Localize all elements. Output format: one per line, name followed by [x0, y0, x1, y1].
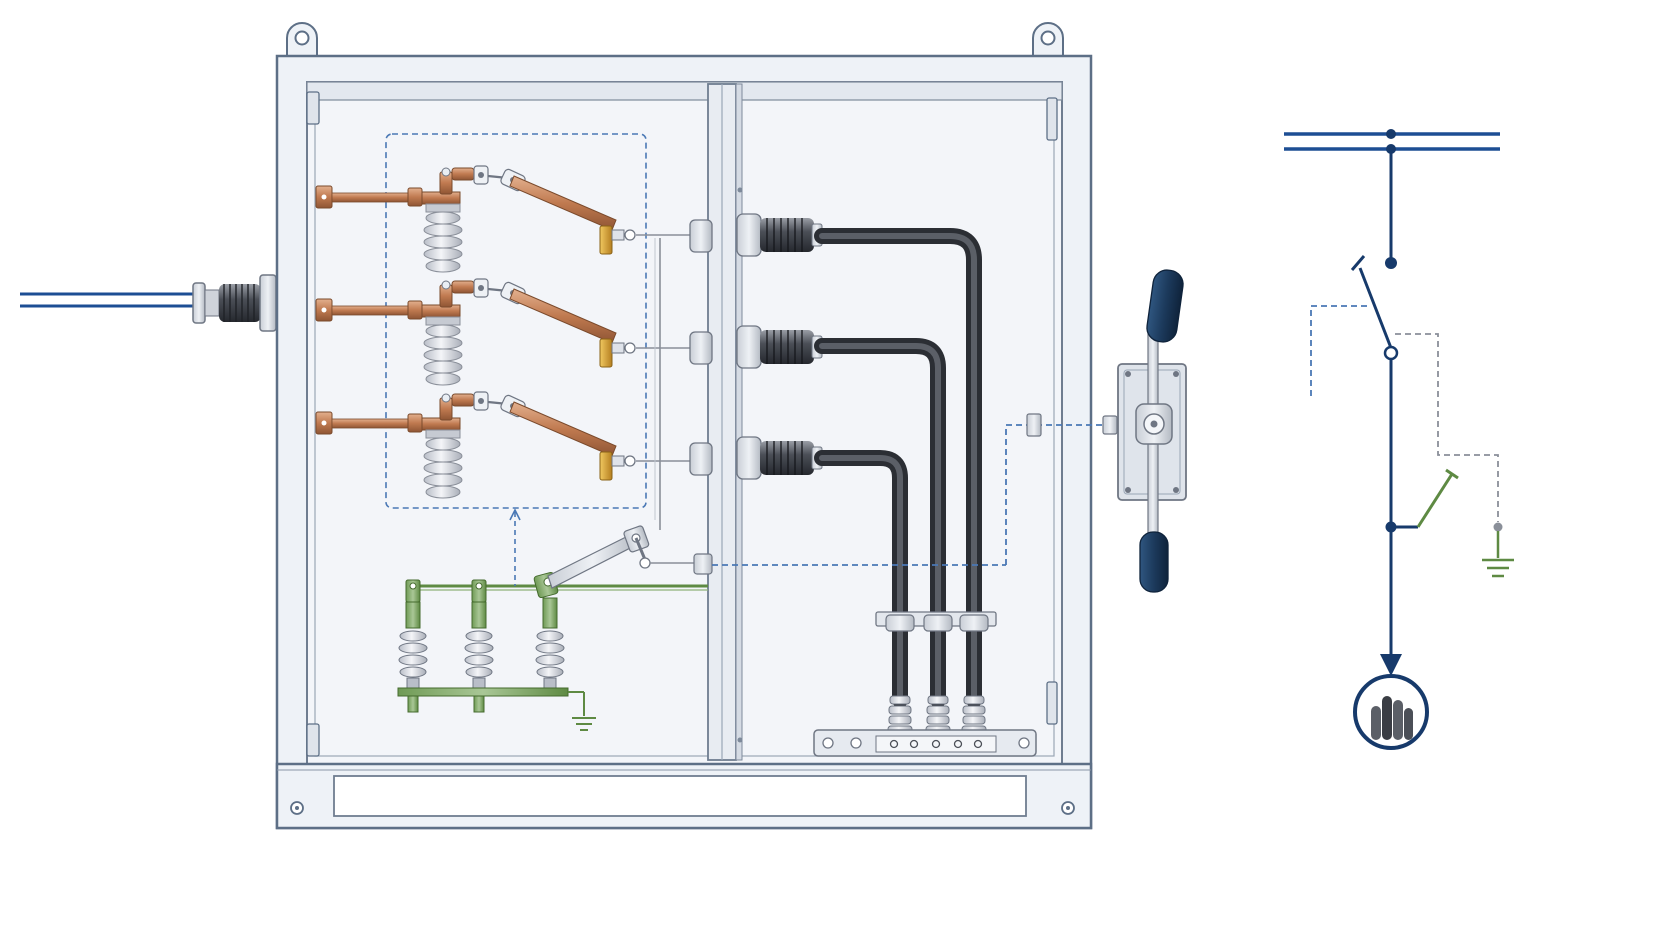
earth-bar: [397, 687, 585, 716]
handle-grip-bottom: [1139, 531, 1169, 593]
busbar-phase-a: [315, 185, 461, 209]
phase-a-assembly: [315, 165, 690, 273]
post-insulator-phase-a: [423, 203, 463, 273]
busbar-phase-b: [315, 298, 461, 322]
fixed-contact-phase-b: [599, 338, 690, 368]
earthing-shaft: [410, 584, 708, 591]
ground-icon: [572, 717, 596, 731]
lifting-eye-left: [286, 22, 318, 57]
schematic-load-motor-icon: [1353, 674, 1429, 750]
left-door-hinges: [306, 91, 320, 757]
schematic-upper-terminal: [1385, 257, 1397, 269]
phase-b-assembly: [315, 278, 690, 386]
operating-linkage: [712, 424, 1120, 566]
wall-bushing-phase-c: [689, 436, 823, 480]
linkage-coupler: [1026, 413, 1118, 437]
schematic-disconnector: [1350, 255, 1399, 361]
incoming-bushing: [192, 274, 277, 332]
phase-c-assembly: [315, 391, 690, 499]
fixed-contact-phase-c: [599, 451, 690, 481]
post-insulator-phase-b: [423, 316, 463, 386]
center-partition: [707, 83, 743, 761]
earthing-insulator-2: [464, 579, 494, 691]
schematic-interlock-dashed: [1310, 305, 1499, 522]
operating-handle[interactable]: [1117, 268, 1187, 593]
handle-grip-top: [1146, 269, 1184, 343]
right-door-hinges: [1046, 97, 1058, 725]
gland-plate: [813, 729, 1037, 757]
wall-bushing-phase-a: [689, 213, 823, 257]
earthing-insulator-1: [398, 579, 428, 691]
earthing-insulator-3: [535, 597, 565, 691]
post-insulator-phase-c: [423, 429, 463, 499]
schematic-arrow-icon: [1380, 654, 1402, 676]
schematic-ground-icon: [1482, 558, 1514, 578]
earthing-operating-arm: [533, 525, 713, 599]
mechanical-interlock-link: [509, 508, 521, 586]
schematic-earthing-switch: [1391, 468, 1503, 558]
lifting-eye-right: [1032, 22, 1064, 57]
outgoing-cables: [814, 228, 982, 708]
fixed-contact-phase-a: [599, 225, 690, 255]
incoming-line: [20, 292, 198, 308]
cable-clamp-bar: [875, 611, 997, 632]
interlock-rod: [654, 238, 661, 530]
wall-bushing-phase-b: [689, 325, 823, 369]
disconnector-compartment-outline: [385, 133, 647, 509]
busbar-phase-c: [315, 411, 461, 435]
